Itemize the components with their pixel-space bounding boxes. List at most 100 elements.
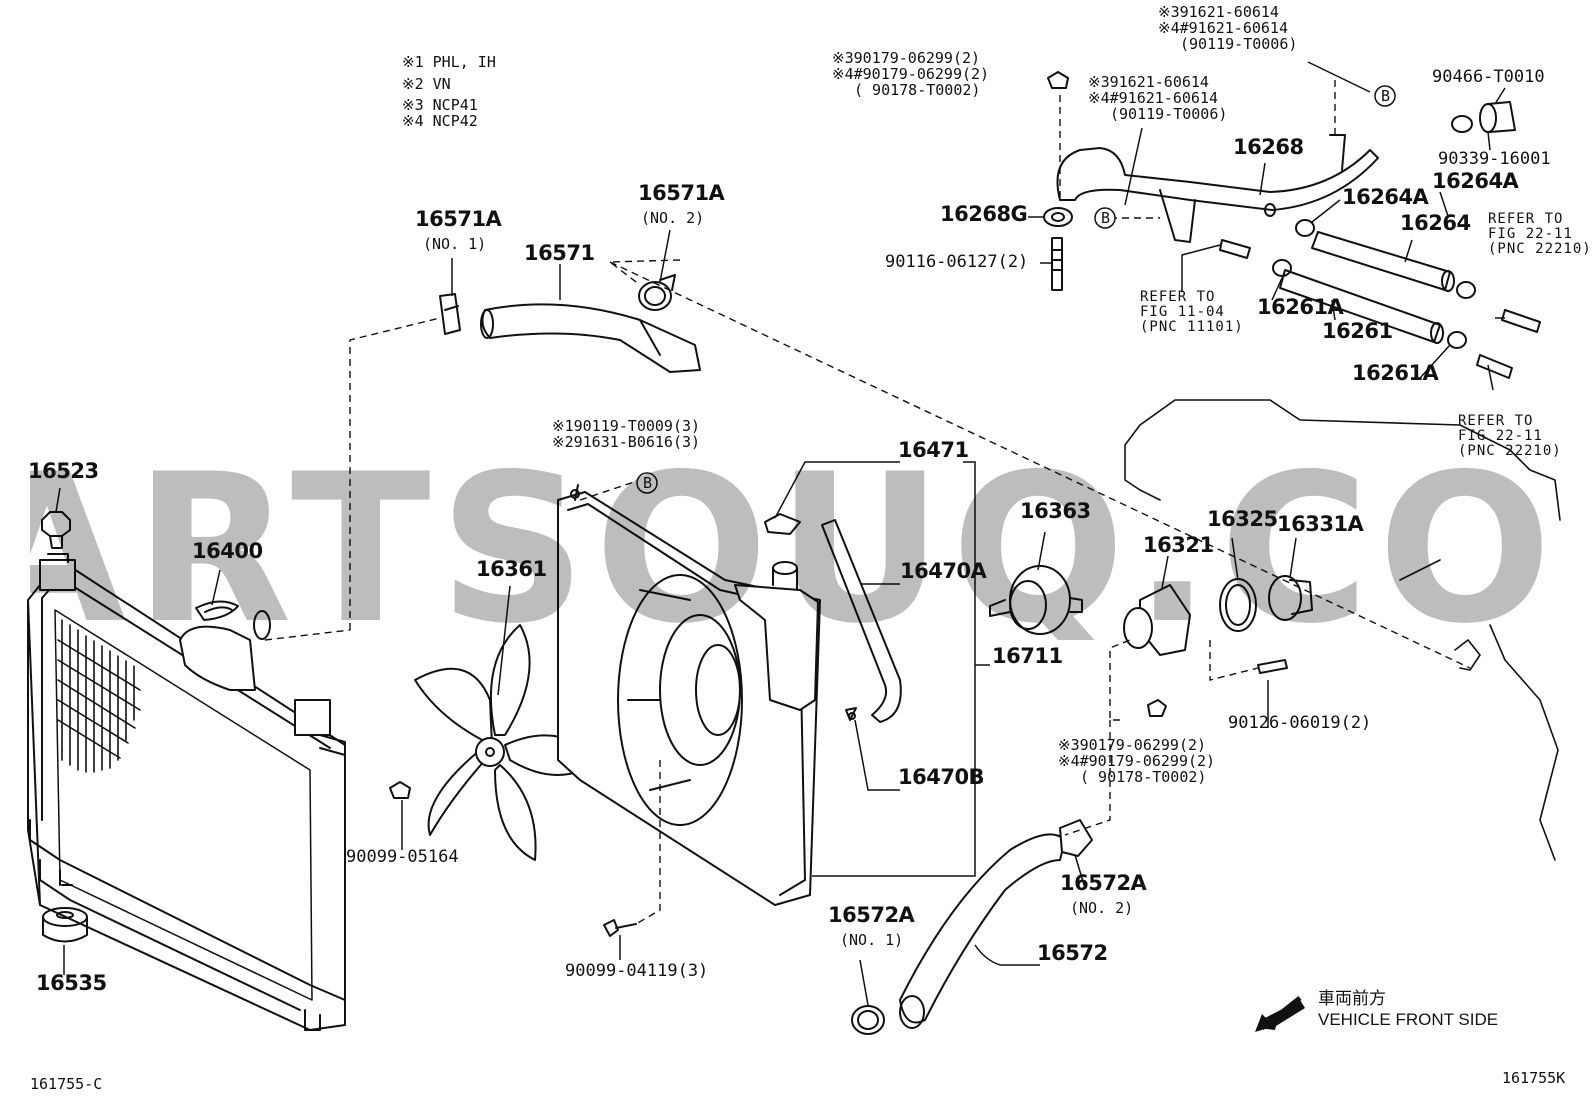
callout-line: FIG 22-11 xyxy=(1488,226,1573,242)
label-16363[interactable]: 16363 xyxy=(1020,499,1091,523)
legend-item: ※2 VN xyxy=(402,75,451,93)
callout-lower-nut[interactable]: ※390179-06299(2) ※4#90179-06299(2) ( 901… xyxy=(1058,737,1215,785)
circle-b-label: B xyxy=(1101,209,1111,227)
label-16470A[interactable]: 16470A xyxy=(900,559,987,583)
label-16261A-1[interactable]: 16261A xyxy=(1257,295,1344,319)
callout-line: (PNC 22210) xyxy=(1458,443,1562,459)
figure-id-right: 161755K xyxy=(1502,1069,1566,1087)
label-16572A-1[interactable]: 16572A xyxy=(828,903,915,927)
label-16572A-2[interactable]: 16572A xyxy=(1060,871,1147,895)
callout-line: ※390179-06299(2) xyxy=(1058,736,1207,754)
label-16325[interactable]: 16325 xyxy=(1207,507,1278,531)
label-16571A-2[interactable]: 16571A xyxy=(638,181,725,205)
label-16572A-1-sub: (NO. 1) xyxy=(840,931,904,949)
callout-line: ※190119-T0009(3) xyxy=(552,417,701,435)
label-90466[interactable]: 90466-T0010 xyxy=(1432,67,1545,87)
part-16361-fan xyxy=(414,624,601,861)
part-90466-90339 xyxy=(1451,101,1516,133)
callout-line: FIG 22-11 xyxy=(1458,428,1543,444)
legend-item: ※3 NCP41 xyxy=(402,96,478,114)
label-16261A-2[interactable]: 16261A xyxy=(1352,361,1439,385)
callout-line: ※390179-06299(2) xyxy=(832,49,981,67)
label-16571A-1-sub: (NO. 1) xyxy=(423,235,487,253)
callout-line: (90119-T0006) xyxy=(1180,35,1298,53)
callout-top-bolt[interactable]: ※391621-60614 ※4#91621-60614 (90119-T000… xyxy=(1158,4,1297,52)
callout-ref-22-11-b[interactable]: REFER TO FIG 22-11 (PNC 22210) xyxy=(1458,414,1562,459)
part-16268G-gasket xyxy=(1043,207,1073,227)
label-16264[interactable]: 16264 xyxy=(1400,211,1471,235)
label-16471[interactable]: 16471 xyxy=(898,438,969,462)
callout-line: ( 90178-T0002) xyxy=(1080,768,1207,786)
callout-ref-22-11-a[interactable]: REFER TO FIG 22-11 (PNC 22210) xyxy=(1488,212,1592,257)
label-16571[interactable]: 16571 xyxy=(524,241,595,265)
callout-fan-screws[interactable]: ※190119-T0009(3) ※291631-B0616(3) xyxy=(552,418,700,450)
callout-line: ※4#90179-06299(2) xyxy=(832,65,990,83)
part-16572A-clamp-1 xyxy=(851,1005,885,1035)
label-16268G[interactable]: 16268G xyxy=(940,202,1028,226)
label-16535[interactable]: 16535 xyxy=(36,971,107,995)
label-16331A[interactable]: 16331A xyxy=(1277,512,1364,536)
label-90099-05164[interactable]: 90099-05164 xyxy=(346,847,459,867)
label-16470B[interactable]: 16470B xyxy=(898,765,985,789)
part-16572-hose xyxy=(899,833,1066,1029)
callout-line: REFER TO xyxy=(1488,211,1564,227)
part-16571A-clamp-1 xyxy=(439,293,461,335)
label-90126[interactable]: 90126-06019(2) xyxy=(1228,713,1372,733)
engine-outline xyxy=(1124,399,1561,861)
callout-line: (PNC 11101) xyxy=(1140,319,1244,335)
part-top-nut xyxy=(1047,71,1069,89)
part-16523-cap xyxy=(41,511,71,549)
legend-item: ※4 NCP42 xyxy=(402,112,478,130)
part-16400-cap xyxy=(195,600,239,621)
vehicle-front-arrow-icon xyxy=(1255,996,1305,1032)
label-90099-04119[interactable]: 90099-04119(3) xyxy=(565,961,709,981)
variant-legend: ※1 PHL, IH ※2 VN ※3 NCP41 ※4 NCP42 xyxy=(402,54,496,129)
part-16325-gasket xyxy=(1219,578,1257,632)
callout-line: REFER TO xyxy=(1140,289,1216,305)
part-16571A-clamp-2 xyxy=(638,274,676,311)
callout-line: ( 90178-T0002) xyxy=(854,81,981,99)
label-16264A-1[interactable]: 16264A xyxy=(1342,185,1429,209)
vehicle-front-label: 車両前方 VEHICLE FRONT SIDE xyxy=(1318,988,1498,1030)
hose-clamps xyxy=(1272,219,1476,349)
part-16261-hose xyxy=(1279,269,1444,344)
label-16261[interactable]: 16261 xyxy=(1322,319,1393,343)
callout-top-nut[interactable]: ※390179-06299(2) ※4#90179-06299(2) ( 901… xyxy=(832,50,989,98)
circle-b-markers xyxy=(636,85,1396,494)
legend-item: ※1 PHL, IH xyxy=(402,53,496,71)
label-16711[interactable]: 16711 xyxy=(992,644,1063,668)
fasteners xyxy=(389,781,637,937)
callout-line: (PNC 22210) xyxy=(1488,241,1592,257)
callout-line: ※391621-60614 xyxy=(1088,73,1209,91)
label-90116[interactable]: 90116-06127(2) xyxy=(885,252,1029,272)
callout-line: ※4#90179-06299(2) xyxy=(1058,752,1216,770)
callout-line: ※4#91621-60614 xyxy=(1088,89,1218,107)
part-16264-hose xyxy=(1311,231,1455,292)
callout-line: REFER TO xyxy=(1458,413,1534,429)
label-16400[interactable]: 16400 xyxy=(192,539,263,563)
label-16571A-2-sub: (NO. 2) xyxy=(641,209,705,227)
callout-line: FIG 11-04 xyxy=(1140,304,1225,320)
label-16523[interactable]: 16523 xyxy=(28,459,99,483)
label-16571A-1[interactable]: 16571A xyxy=(415,207,502,231)
part-16471-cap xyxy=(764,513,801,535)
part-16321-outlet xyxy=(1123,584,1191,656)
part-16331A-thermostat xyxy=(1268,575,1313,621)
label-16361[interactable]: 16361 xyxy=(476,557,547,581)
label-16264A-2[interactable]: 16264A xyxy=(1432,169,1519,193)
callout-mid-bolt[interactable]: ※391621-60614 ※4#91621-60614 (90119-T000… xyxy=(1088,74,1227,122)
circle-b-label: B xyxy=(1381,87,1391,105)
part-16535-cushion xyxy=(42,907,88,943)
callout-ref-11-04[interactable]: REFER TO FIG 11-04 (PNC 11101) xyxy=(1140,290,1244,335)
part-lower-nut xyxy=(1147,699,1167,717)
circle-b-label: B xyxy=(643,474,653,492)
part-16572A-clamp-2 xyxy=(1059,819,1093,857)
part-90126-stud xyxy=(1257,659,1288,674)
label-90339[interactable]: 90339-16001 xyxy=(1438,149,1551,169)
label-16572[interactable]: 16572 xyxy=(1037,941,1108,965)
label-16268[interactable]: 16268 xyxy=(1233,135,1304,159)
callout-line: ※391621-60614 xyxy=(1158,3,1279,21)
part-16363-motor xyxy=(989,565,1083,635)
label-16321[interactable]: 16321 xyxy=(1143,533,1214,557)
